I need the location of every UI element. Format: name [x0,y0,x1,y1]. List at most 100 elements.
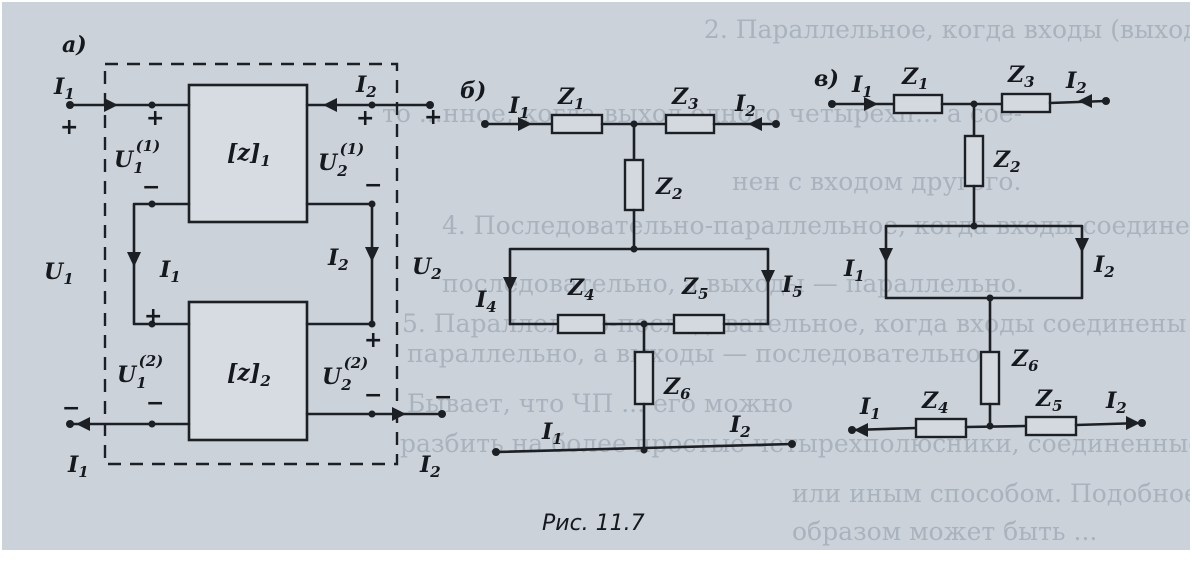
resistor-z5 [1024,415,1078,437]
bg-line: параллельно, а выходы — последовательно. [407,339,989,368]
bg-line: образом может быть ... [792,517,1097,546]
terminal [481,120,489,128]
sign-minus: − [142,175,160,200]
label-i1-in: I1 [53,74,75,103]
terminal [788,440,796,448]
photographed-page: 2. Параллельное, когда входы (выходы) со… [2,2,1190,550]
resistor-z2 [963,134,985,188]
panel-a-circuit: а) [z]1 [z]2 I1 [44,32,452,481]
junction [986,422,994,430]
resistor-z6 [633,350,655,406]
panel-b-circuit: б) I1 Z1 Z3 I2 Z2 I4 [460,78,803,456]
junction [970,222,978,230]
current-arrow-icon [518,117,532,131]
label-i2-mid: I2 [327,245,349,274]
current-arrow-icon [392,407,406,421]
label-z6: Z6 [1011,346,1039,375]
sign-plus: + [60,115,78,140]
resistor-z1 [892,93,944,115]
junction [640,446,648,454]
current-arrow-icon [503,277,517,292]
sign-minus: − [146,391,164,416]
current-arrow-icon [127,252,141,267]
junction [148,420,156,428]
terminal [828,100,836,108]
label-z5: Z5 [1035,386,1063,415]
current-arrow-icon [323,98,337,112]
bg-line: последовательно, а выходы — параллельно. [442,269,1024,298]
junction [368,200,376,208]
sign-minus: − [434,385,452,410]
junction [640,320,648,328]
bg-line: или иным способом. Подобное ... взаимосв… [792,479,1190,508]
current-arrow-icon [854,423,868,437]
label-i2-out: I2 [1105,388,1127,417]
wire [964,424,1028,429]
block-z1 [187,83,309,224]
panel-v-circuit: в) I1 Z1 Z3 I2 Z2 [814,62,1146,439]
resistor-z6 [979,350,1001,406]
label-u1: U1 [44,259,74,288]
block-z2 [187,300,309,442]
label-i1-out: I1 [859,394,881,423]
resistor-z3 [1000,92,1052,114]
current-arrow-icon [864,97,878,111]
sign-minus: − [364,383,382,408]
current-arrow-icon [748,117,762,131]
label-z4: Z4 [921,388,949,417]
label-z6: Z6 [663,374,691,403]
label-z3: Z3 [671,84,699,113]
resistor-z4 [914,417,968,439]
current-arrow-icon [761,270,775,285]
block-z2-label: [z]2 [227,360,271,390]
label-i1: I1 [851,72,873,101]
terminal [66,420,74,428]
label-i2-in: I2 [355,72,377,101]
label-z3: Z3 [1007,62,1035,91]
current-arrow-icon [879,248,893,263]
label-z5: Z5 [681,274,709,303]
wire [305,202,374,326]
label-i2-out: I2 [729,412,751,441]
junction [970,100,978,108]
figure-caption: Рис. 11.7 [542,511,645,536]
current-arrow-icon [104,98,118,112]
bg-line: 2. Параллельное, когда входы (выходы) со… [704,15,1190,44]
label-u2: U2 [412,254,442,283]
current-arrow-icon [76,417,90,431]
bg-line: Бывает, что ЧП ... его можно [407,389,793,418]
label-i2-out: I2 [419,452,441,481]
sign-plus: + [356,106,374,131]
label-z1: Z1 [901,64,929,93]
sign-plus: + [146,106,164,131]
junction [630,245,638,253]
junction [148,320,156,328]
panel-b-label: б) [460,78,486,104]
label-z4: Z4 [567,275,595,304]
current-arrow-icon [1126,416,1140,430]
label-i2: I2 [734,91,756,120]
sign-plus: + [144,304,162,329]
terminal [66,101,74,109]
label-i2: I2 [1065,68,1087,97]
current-arrow-icon [1078,94,1092,108]
dashed-enclosure [103,62,399,466]
label-z2: Z2 [993,147,1021,176]
current-arrow-icon [1075,238,1089,253]
panel-v-label: в) [814,66,839,92]
sign-minus: − [364,173,382,198]
label-i1-mid: I1 [159,257,181,286]
label-u1-2: U1(2) [117,352,163,392]
wire [1048,99,1108,105]
label-z1: Z1 [557,84,585,113]
resistor-z3 [664,113,716,135]
label-z2: Z2 [655,174,683,203]
label-u2-2: U2(2) [322,354,368,394]
label-u1-1: U1(1) [114,137,160,177]
terminal [1102,97,1110,105]
resistor-z1 [550,113,604,135]
label-u2-1: U2(1) [318,140,364,180]
terminal [426,101,434,109]
junction [368,101,376,109]
